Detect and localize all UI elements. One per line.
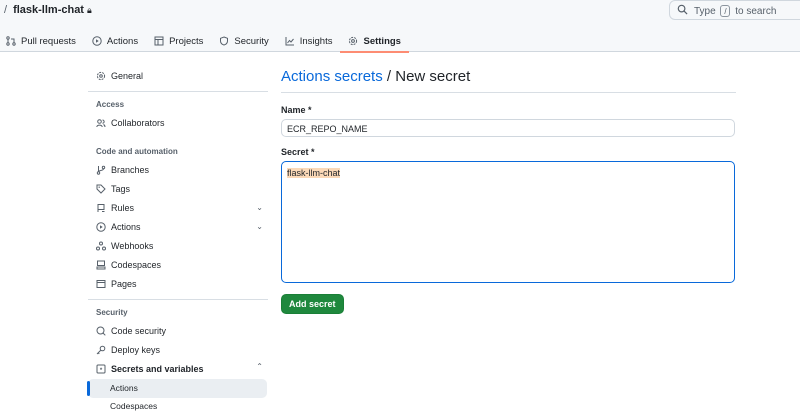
sidebar-subitem-codespaces[interactable]: Codespaces <box>110 401 158 411</box>
sidebar-item-secrets-and-variables[interactable]: *Secrets and variables <box>96 362 204 376</box>
tab-projects[interactable]: Projects <box>146 30 211 52</box>
sidebar-item-deploy-keys[interactable]: Deploy keys <box>96 343 160 357</box>
secret-textarea[interactable]: flask-llm-chat <box>281 161 735 283</box>
webhook-icon <box>96 241 106 251</box>
sidebar-item-branches[interactable]: Branches <box>96 163 149 177</box>
sidebar-item-webhooks[interactable]: Webhooks <box>96 239 153 253</box>
add-secret-button[interactable]: Add secret <box>281 294 344 314</box>
tab-pull-requests[interactable]: Pull requests <box>0 30 84 52</box>
play-icon <box>92 36 102 46</box>
codespaces-icon <box>96 260 106 270</box>
section-heading-security: Security <box>96 308 128 317</box>
sidebar-item-rules[interactable]: Rules <box>96 201 134 215</box>
section-heading-code: Code and automation <box>96 147 178 156</box>
tag-icon <box>96 184 106 194</box>
actions-secrets-link[interactable]: Actions secrets <box>281 68 383 85</box>
lock-icon: 🔒︎ <box>87 5 92 15</box>
sidebar-item-pages[interactable]: Pages <box>96 277 137 291</box>
sidebar-item-code-security[interactable]: Code security <box>96 324 166 338</box>
repo-nav: Pull requests Actions Projects Security … <box>0 30 410 53</box>
shield-icon <box>220 36 229 46</box>
sidebar-subitem-actions[interactable]: Actions <box>110 383 138 393</box>
sidebar-item-tags[interactable]: Tags <box>96 182 130 196</box>
git-branch-icon <box>96 165 106 175</box>
tab-settings[interactable]: Settings <box>340 30 410 53</box>
divider <box>281 92 736 93</box>
sidebar-item-general[interactable]: General <box>96 69 143 83</box>
graph-icon <box>285 37 294 46</box>
people-icon <box>96 119 106 128</box>
tab-actions[interactable]: Actions <box>84 30 146 52</box>
svg-text:*: * <box>100 368 103 374</box>
repo-header: /flask-llm-chat 🔒︎ Type / to search Pull… <box>0 0 800 53</box>
codescan-icon <box>96 326 106 336</box>
key-icon <box>96 345 106 355</box>
section-heading-access: Access <box>96 100 125 109</box>
browser-icon <box>96 280 106 288</box>
chevron-up-icon[interactable]: ⌃ <box>256 362 263 371</box>
repo-push-icon <box>97 204 105 212</box>
gear-icon <box>96 71 106 81</box>
selected-indicator <box>87 381 90 396</box>
chevron-down-icon[interactable]: ⌄ <box>256 203 263 212</box>
new-secret-form: Actions secrets / New secret Name * ECR_… <box>281 68 736 314</box>
sidebar-item-codespaces[interactable]: Codespaces <box>96 258 161 272</box>
chevron-down-icon[interactable]: ⌄ <box>256 222 263 231</box>
play-icon <box>96 222 106 232</box>
git-pull-request-icon <box>6 36 16 46</box>
table-icon <box>154 36 164 46</box>
repo-title: /flask-llm-chat 🔒︎ <box>4 4 92 16</box>
name-label: Name * <box>281 105 312 115</box>
repo-name-link[interactable]: flask-llm-chat <box>13 4 84 16</box>
secret-label: Secret * <box>281 147 315 157</box>
page-title: Actions secrets / New secret <box>281 68 471 85</box>
key-asterisk-icon: * <box>96 364 106 374</box>
slash-key-hint: / <box>720 5 731 17</box>
gear-icon <box>349 36 358 46</box>
tab-security[interactable]: Security <box>211 30 276 52</box>
selected-item-background <box>88 379 267 398</box>
divider <box>88 91 268 92</box>
search-icon <box>677 4 688 15</box>
tab-insights[interactable]: Insights <box>277 30 341 52</box>
search-input[interactable]: Type / to search <box>669 0 800 20</box>
sidebar-item-actions[interactable]: Actions <box>96 220 141 234</box>
sidebar-item-collaborators[interactable]: Collaborators <box>96 116 165 130</box>
divider <box>88 299 268 300</box>
name-input[interactable]: ECR_REPO_NAME <box>281 119 735 137</box>
